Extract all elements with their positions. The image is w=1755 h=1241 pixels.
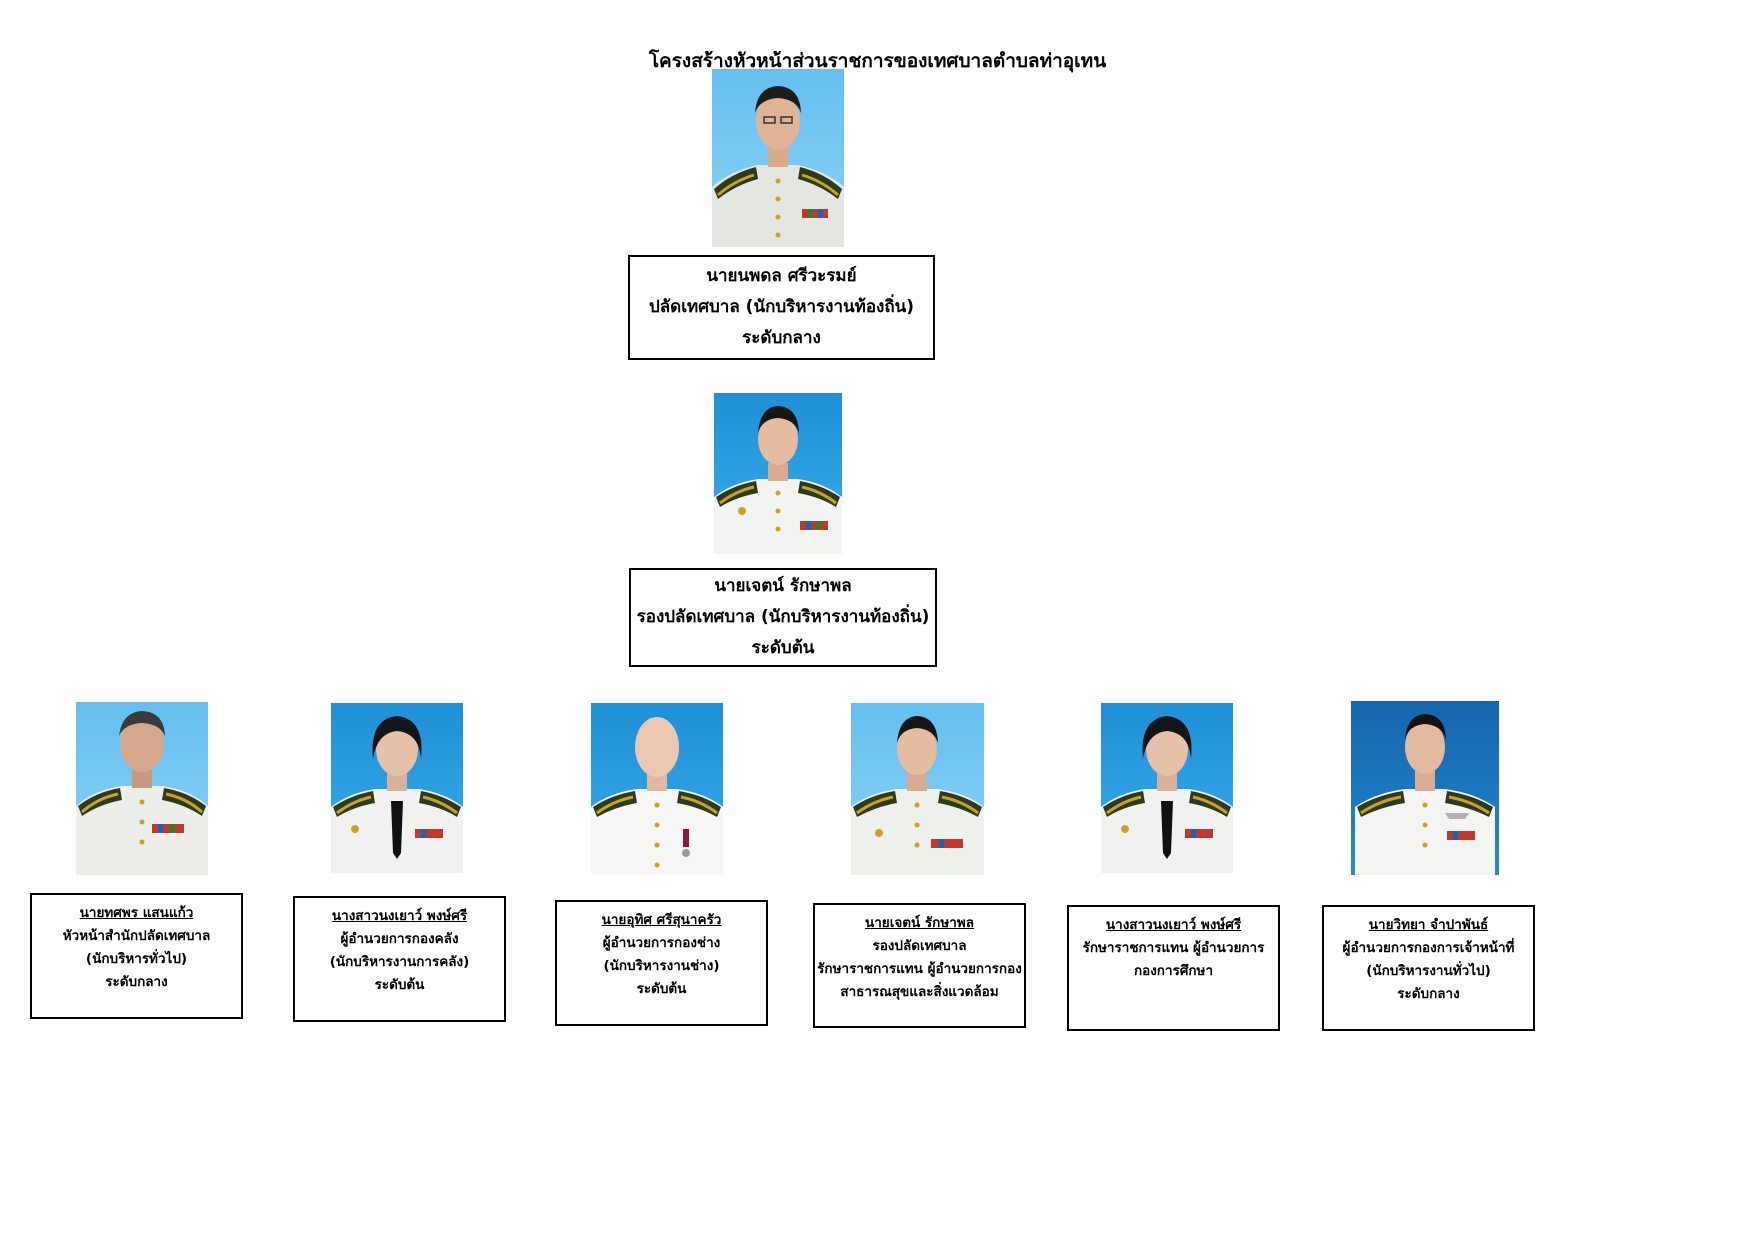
portrait-photo-head-6 <box>1351 701 1499 875</box>
head-line: ระดับกลาง <box>1397 986 1460 1002</box>
head-line: รักษาราชการแทน ผู้อำนวยการกอง <box>817 961 1022 977</box>
head-name-5: นางสาวนงเยาว์ พงษ์ศรี <box>1105 917 1242 933</box>
head-line: (นักบริหารงานช่าง) <box>603 958 720 974</box>
chart-title: โครงสร้างหัวหน้าส่วนราชการของเทศบาลตำบลท… <box>648 50 1107 72</box>
head-box-3: นายอุทิศ ศรีสุนาครัว ผู้อำนวยการกองช่าง … <box>555 900 768 1026</box>
head-line: ผู้อำนวยการกองคลัง <box>340 931 459 947</box>
head-line: (นักบริหารงานการคลัง) <box>329 954 470 970</box>
top-executive-level: ระดับกลาง <box>742 328 821 348</box>
deputy-name: นายเจตน์ รักษาพล <box>714 576 852 596</box>
head-line: (นักบริหารงานทั่วไป) <box>1366 963 1491 979</box>
portrait-photo-head-3 <box>591 703 723 875</box>
deputy-position: รองปลัดเทศบาล (นักบริหารงานท้องถิ่น) <box>636 607 930 627</box>
head-line: ผู้อำนวยการกองช่าง <box>602 935 721 951</box>
head-line: รองปลัดเทศบาล <box>872 938 967 954</box>
head-name-6: นายวิทยา จำปาพันธ์ <box>1368 917 1489 933</box>
head-box-1: นายทศพร แสนแก้ว หัวหน้าสำนักปลัดเทศบาล (… <box>30 893 243 1019</box>
portrait-photo-head-4 <box>851 703 984 875</box>
head-line: ระดับต้น <box>636 981 687 997</box>
top-executive-name: นายนพดล ศรีวะรมย์ <box>706 266 857 286</box>
head-name-1: นายทศพร แสนแก้ว <box>79 905 194 921</box>
deputy-box: นายเจตน์ รักษาพล รองปลัดเทศบาล (นักบริหา… <box>629 568 937 667</box>
portrait-photo-head-1 <box>76 702 208 875</box>
head-name-2: นางสาวนงเยาว์ พงษ์ศรี <box>331 908 468 924</box>
head-name-4: นายเจตน์ รักษาพล <box>864 915 974 931</box>
head-line: ผู้อำนวยการกองการเจ้าหน้าที่ <box>1342 940 1515 956</box>
portrait-photo-deputy <box>714 393 842 554</box>
head-box-5: นางสาวนงเยาว์ พงษ์ศรี รักษาราชการแทน ผู้… <box>1067 905 1280 1031</box>
top-executive-box: นายนพดล ศรีวะรมย์ ปลัดเทศบาล (นักบริหารง… <box>628 255 935 360</box>
head-name-3: นายอุทิศ ศรีสุนาครัว <box>601 912 722 928</box>
head-line: สาธารณสุขและสิ่งแวดล้อม <box>840 984 999 1000</box>
portrait-photo-head-2 <box>331 703 463 873</box>
head-box-6: นายวิทยา จำปาพันธ์ ผู้อำนวยการกองการเจ้า… <box>1322 905 1535 1031</box>
head-box-4: นายเจตน์ รักษาพล รองปลัดเทศบาล รักษาราชก… <box>813 903 1026 1028</box>
top-executive-position: ปลัดเทศบาล (นักบริหารงานท้องถิ่น) <box>648 297 915 317</box>
portrait-photo-top <box>712 69 844 247</box>
head-line: กองการศึกษา <box>1133 963 1214 979</box>
portrait-photo-head-5 <box>1101 703 1233 873</box>
head-line: รักษาราชการแทน ผู้อำนวยการ <box>1082 940 1265 956</box>
head-line: หัวหน้าสำนักปลัดเทศบาล <box>62 928 211 944</box>
head-box-2: นางสาวนงเยาว์ พงษ์ศรี ผู้อำนวยการกองคลัง… <box>293 896 506 1022</box>
head-line: ระดับต้น <box>374 977 425 993</box>
head-line: ระดับกลาง <box>105 974 168 990</box>
head-line: (นักบริหารทั่วไป) <box>85 951 188 967</box>
deputy-level: ระดับต้น <box>751 638 815 658</box>
